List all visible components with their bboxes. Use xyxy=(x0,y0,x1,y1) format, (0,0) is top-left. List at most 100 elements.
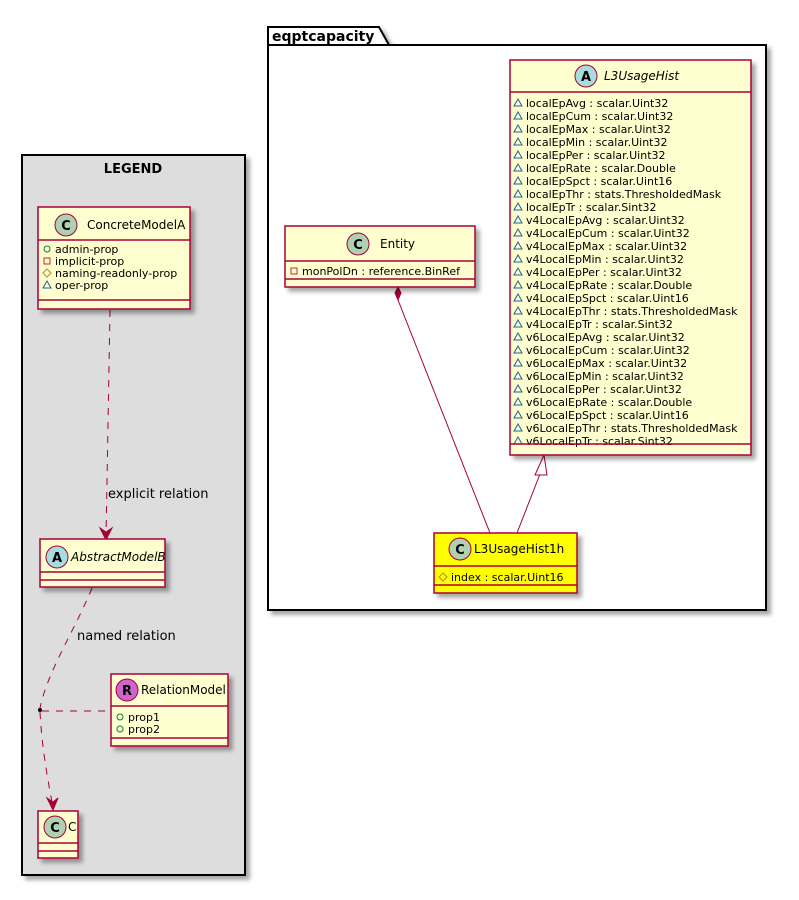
composition-diamond xyxy=(394,285,402,302)
inheritance-triangle xyxy=(534,453,548,476)
stereotype-letter: C xyxy=(455,543,465,558)
class-name: L3UsageHist xyxy=(604,69,680,83)
visibility-icon xyxy=(513,357,523,367)
visibility-icon xyxy=(513,370,523,380)
stereotype-letter: R xyxy=(122,684,132,699)
visibility-icon xyxy=(513,227,523,237)
visibility-icon xyxy=(513,318,523,328)
attribute: v4LocalEpSpct : scalar.Uint16 xyxy=(526,292,689,305)
class-name: ConcreteModelA xyxy=(87,218,186,232)
attribute: v6LocalEpThr : stats.ThresholdedMask xyxy=(526,422,738,435)
attribute: v4LocalEpPer : scalar.Uint32 xyxy=(526,266,682,279)
stereotype-letter: C xyxy=(61,219,71,234)
attribute: v6LocalEpAvg : scalar.Uint32 xyxy=(526,331,685,344)
visibility-icon xyxy=(513,422,523,432)
attribute: v6LocalEpRate : scalar.Double xyxy=(526,396,692,409)
attribute: implicit-prop xyxy=(55,255,124,268)
class-entity[interactable]: C Entity monPolDn : reference.BinRef xyxy=(284,225,476,288)
attribute: localEpRate : scalar.Double xyxy=(526,162,676,175)
visibility-icon xyxy=(42,268,52,278)
relation-join-point xyxy=(38,708,42,712)
visibility-icon xyxy=(513,396,523,406)
visibility-icon xyxy=(513,331,523,341)
visibility-icon xyxy=(513,110,523,120)
visibility-icon xyxy=(513,279,523,289)
class-stereotype-icon xyxy=(54,213,78,237)
visibility-icon xyxy=(513,305,523,315)
attribute-list: monPolDn : reference.BinRef xyxy=(290,265,461,278)
relation-stereotype-icon xyxy=(115,678,139,702)
visibility-icon xyxy=(43,257,51,265)
attribute: v6LocalEpCum : scalar.Uint32 xyxy=(526,344,690,357)
attribute: localEpPer : scalar.Uint32 xyxy=(526,149,666,162)
class-name: L3UsageHist1h xyxy=(474,542,564,556)
visibility-icon xyxy=(513,162,523,172)
class-concretemodela[interactable]: C ConcreteModelA admin-propimplicit-prop… xyxy=(37,206,191,310)
class-stereotype-icon xyxy=(43,815,67,839)
attribute-list: index : scalar.Uint16 xyxy=(438,571,564,584)
attribute: v6LocalEpTr : scalar.Sint32 xyxy=(526,435,673,448)
attribute: v4LocalEpTr : scalar.Sint32 xyxy=(526,318,673,331)
visibility-icon xyxy=(513,383,523,393)
visibility-icon xyxy=(513,201,523,211)
class-c[interactable]: C C xyxy=(37,810,79,859)
attribute: naming-readonly-prop xyxy=(55,267,177,280)
class-name: C xyxy=(68,820,76,834)
visibility-icon xyxy=(513,149,523,159)
visibility-icon xyxy=(513,266,523,276)
attribute: v4LocalEpCum : scalar.Uint32 xyxy=(526,227,690,240)
visibility-icon xyxy=(513,240,523,250)
explicit-relation-arrowhead xyxy=(98,526,114,542)
class-name: RelationModel xyxy=(141,683,226,697)
attribute: localEpAvg : scalar.Uint32 xyxy=(526,97,668,110)
visibility-icon xyxy=(513,123,523,133)
visibility-icon xyxy=(513,409,523,419)
abstract-stereotype-icon xyxy=(45,545,69,569)
abstract-stereotype-icon xyxy=(574,64,598,88)
attribute: v4LocalEpThr : stats.ThresholdedMask xyxy=(526,305,738,318)
class-l3usagehist1h[interactable]: C L3UsageHist1h index : scalar.Uint16 xyxy=(433,532,578,594)
attribute: monPolDn : reference.BinRef xyxy=(302,265,461,278)
named-relation-edge: named relation xyxy=(38,587,176,812)
visibility-icon xyxy=(513,214,523,224)
class-stereotype-icon xyxy=(448,537,472,561)
attribute: v4LocalEpAvg : scalar.Uint32 xyxy=(526,214,685,227)
class-abstractmodelb[interactable]: A AbstractModelB xyxy=(39,538,166,588)
stereotype-letter: A xyxy=(52,551,62,566)
attribute: localEpCum : scalar.Uint32 xyxy=(526,110,673,123)
explicit-relation-edge: explicit relation xyxy=(98,309,208,542)
visibility-icon xyxy=(42,279,52,289)
visibility-icon xyxy=(513,175,523,185)
attribute: v6LocalEpPer : scalar.Uint32 xyxy=(526,383,682,396)
visibility-icon xyxy=(116,713,124,721)
attribute: v4LocalEpRate : scalar.Double xyxy=(526,279,692,292)
stereotype-letter: A xyxy=(581,70,591,85)
class-name: AbstractModelB xyxy=(70,550,166,564)
stereotype-letter: C xyxy=(353,238,363,253)
stereotype-letter: C xyxy=(50,821,60,836)
attribute: v6LocalEpMin : scalar.Uint32 xyxy=(526,370,684,383)
legend-title: LEGEND xyxy=(104,162,163,177)
visibility-icon xyxy=(513,292,523,302)
named-relation-label: named relation xyxy=(77,629,176,644)
explicit-relation-label: explicit relation xyxy=(108,487,208,502)
visibility-icon xyxy=(513,136,523,146)
attribute: v6LocalEpSpct : scalar.Uint16 xyxy=(526,409,689,422)
attribute-list: admin-propimplicit-propnaming-readonly-p… xyxy=(42,243,177,292)
attribute: prop1 xyxy=(128,711,160,724)
attribute: localEpMin : scalar.Uint32 xyxy=(526,136,668,149)
attribute: admin-prop xyxy=(55,243,118,256)
attribute: v6LocalEpMax : scalar.Uint32 xyxy=(526,357,687,370)
attribute: v4LocalEpMin : scalar.Uint32 xyxy=(526,253,684,266)
visibility-icon xyxy=(438,572,448,582)
attribute: localEpSpct : scalar.Uint16 xyxy=(526,175,672,188)
class-l3usagehist[interactable]: A L3UsageHist localEpAvg : scalar.Uint32… xyxy=(509,59,752,456)
attribute: localEpTr : scalar.Sint32 xyxy=(526,201,657,214)
attribute: prop2 xyxy=(128,723,160,736)
visibility-icon xyxy=(513,344,523,354)
package-title: eqptcapacity xyxy=(272,29,374,45)
attribute: localEpMax : scalar.Uint32 xyxy=(526,123,671,136)
